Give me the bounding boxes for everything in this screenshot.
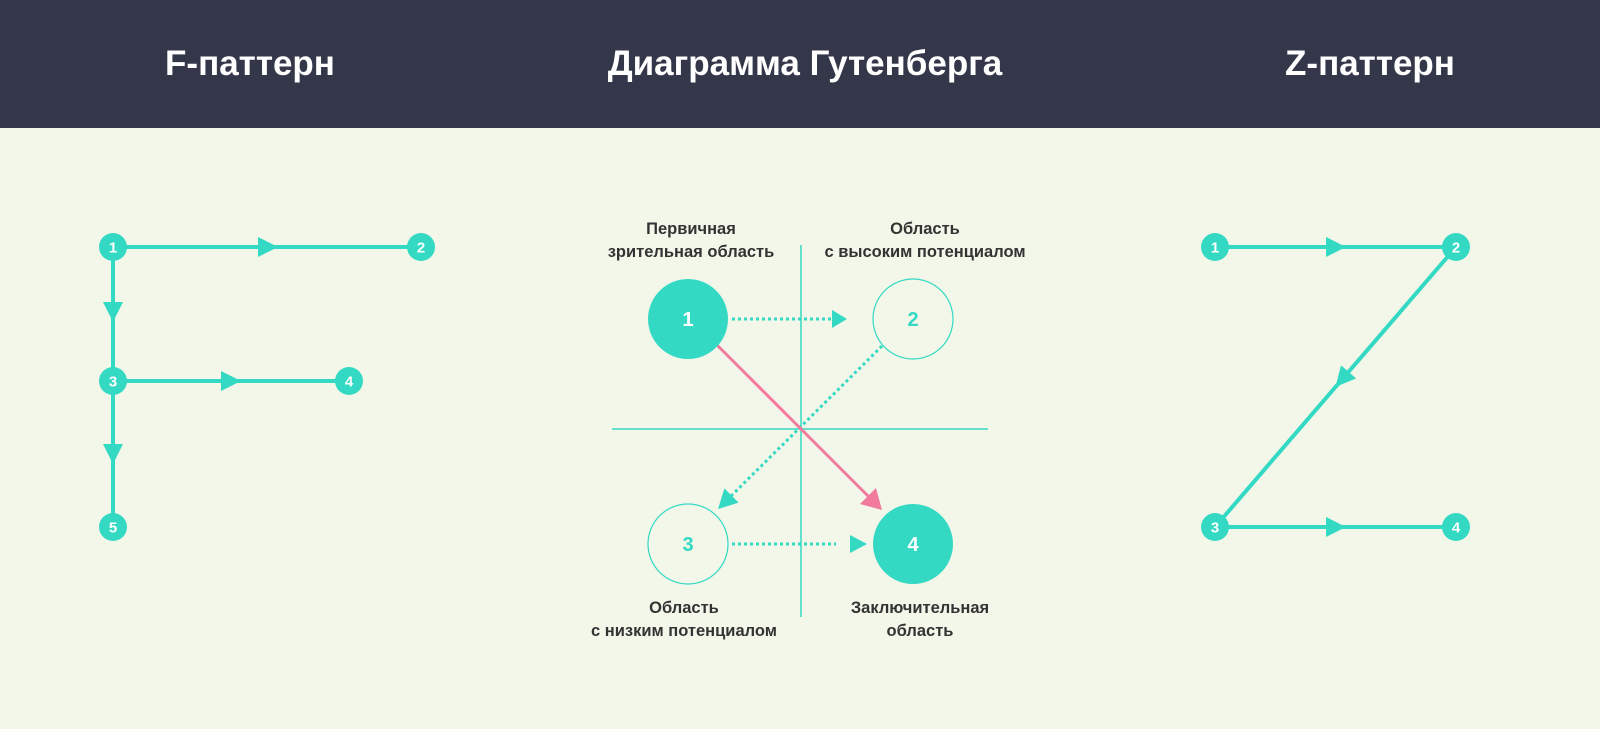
f-pattern: 1 2 3 4 5 [99, 233, 435, 541]
gutenberg-label-weak-line2: с низким потенциалом [591, 622, 777, 640]
gutenberg-label-weak-line1: Область [649, 599, 719, 617]
f-pattern-title: F-паттерн [165, 44, 335, 83]
z-arrow-top-icon [1326, 237, 1346, 257]
gutenberg-label-strong-line2: с высоким потенциалом [824, 243, 1025, 261]
gutenberg-label-terminal-line1: Заключительная [851, 599, 989, 617]
f-node-2: 2 [407, 233, 435, 261]
z-node-3-label: 3 [1211, 520, 1219, 537]
f-arrow-down-lower-icon [103, 444, 123, 464]
z-arrow-diagonal-icon [1335, 365, 1357, 387]
gutenberg-label-primary-line2: зрительная область [608, 243, 775, 261]
gutenberg-diagram: 1 2 3 4 Первичная зрительная область Обл… [591, 220, 1026, 640]
gutenberg-node-1: 1 [648, 279, 728, 359]
gutenberg-label-strong-line1: Область [890, 220, 960, 238]
gutenberg-title: Диаграмма Гутенберга [607, 44, 1003, 83]
f-arrow-down-upper-icon [103, 302, 123, 322]
gutenberg-node-1-label: 1 [682, 309, 693, 331]
gutenberg-label-strong: Область с высоким потенциалом [824, 220, 1025, 261]
z-pattern-title: Z-паттерн [1285, 44, 1455, 83]
z-node-4: 4 [1442, 513, 1470, 541]
f-node-3: 3 [99, 367, 127, 395]
gutenberg-arrow-3-4-icon [850, 535, 867, 553]
gutenberg-label-terminal-line2: область [887, 622, 954, 640]
z-node-3: 3 [1201, 513, 1229, 541]
gutenberg-node-2: 2 [872, 278, 954, 360]
z-arrow-bottom-icon [1326, 517, 1346, 537]
gutenberg-pink-arrow-icon [860, 488, 882, 510]
gutenberg-node-2-label: 2 [907, 309, 918, 331]
z-node-1: 1 [1201, 233, 1229, 261]
gutenberg-node-3: 3 [647, 503, 729, 585]
f-arrow-right-top-icon [258, 237, 278, 257]
z-pattern: 1 2 3 4 [1201, 233, 1470, 541]
f-node-5-label: 5 [109, 520, 117, 537]
gutenberg-label-primary: Первичная зрительная область [608, 220, 775, 261]
gutenberg-label-primary-line1: Первичная [646, 220, 736, 238]
gutenberg-node-3-label: 3 [682, 534, 693, 556]
f-arrow-right-mid-icon [221, 371, 241, 391]
header-bar: F-паттерн Диаграмма Гутенберга Z-паттерн [0, 0, 1600, 128]
gutenberg-label-terminal: Заключительная область [851, 599, 989, 640]
z-node-1-label: 1 [1211, 240, 1219, 257]
gutenberg-reading-gravity-line [715, 343, 873, 501]
gutenberg-link-2-3 [726, 344, 884, 501]
f-node-4: 4 [335, 367, 363, 395]
f-node-3-label: 3 [109, 374, 117, 391]
f-node-2-label: 2 [417, 240, 425, 257]
gutenberg-arrow-1-2-icon [832, 310, 847, 328]
gutenberg-arrow-2-3-icon [718, 488, 739, 509]
z-node-4-label: 4 [1452, 520, 1461, 537]
f-node-1-label: 1 [109, 240, 117, 257]
gutenberg-node-4: 4 [873, 504, 953, 584]
gutenberg-node-4-label: 4 [907, 534, 919, 556]
gutenberg-label-weak: Область с низким потенциалом [591, 599, 777, 640]
f-node-5: 5 [99, 513, 127, 541]
z-node-2-label: 2 [1452, 240, 1460, 257]
z-node-2: 2 [1442, 233, 1470, 261]
f-node-4-label: 4 [345, 374, 354, 391]
f-node-1: 1 [99, 233, 127, 261]
